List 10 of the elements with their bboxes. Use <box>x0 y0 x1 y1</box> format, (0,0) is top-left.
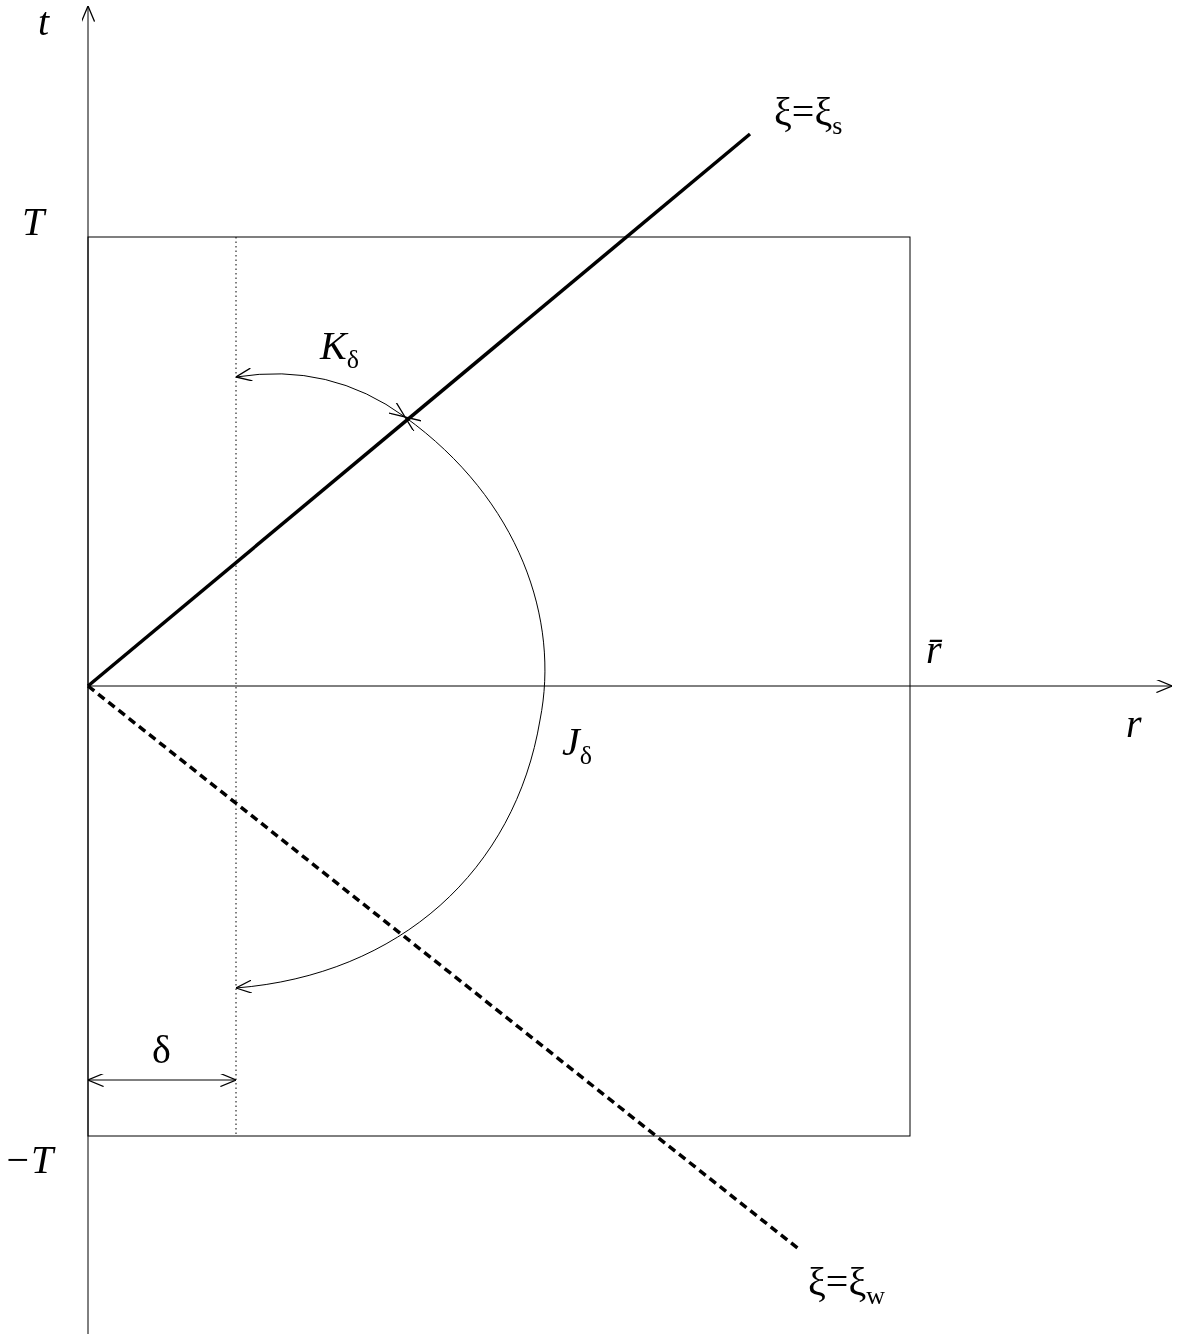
axis-label: r <box>1126 704 1142 744</box>
axis-label: T <box>22 202 45 242</box>
arc-label: J$_{δ}$ <box>562 722 593 770</box>
arc-label: K$_{δ}$ <box>320 326 359 374</box>
axis-label: r̄ <box>926 630 942 670</box>
line-label: ξ=ξ$_{s}$ <box>774 92 843 140</box>
dimension-label: δ <box>152 1030 171 1070</box>
line-label: ξ=ξ$_{w}$ <box>808 1262 885 1310</box>
axis-label: t <box>38 2 50 42</box>
axis-label: −T <box>4 1140 54 1180</box>
